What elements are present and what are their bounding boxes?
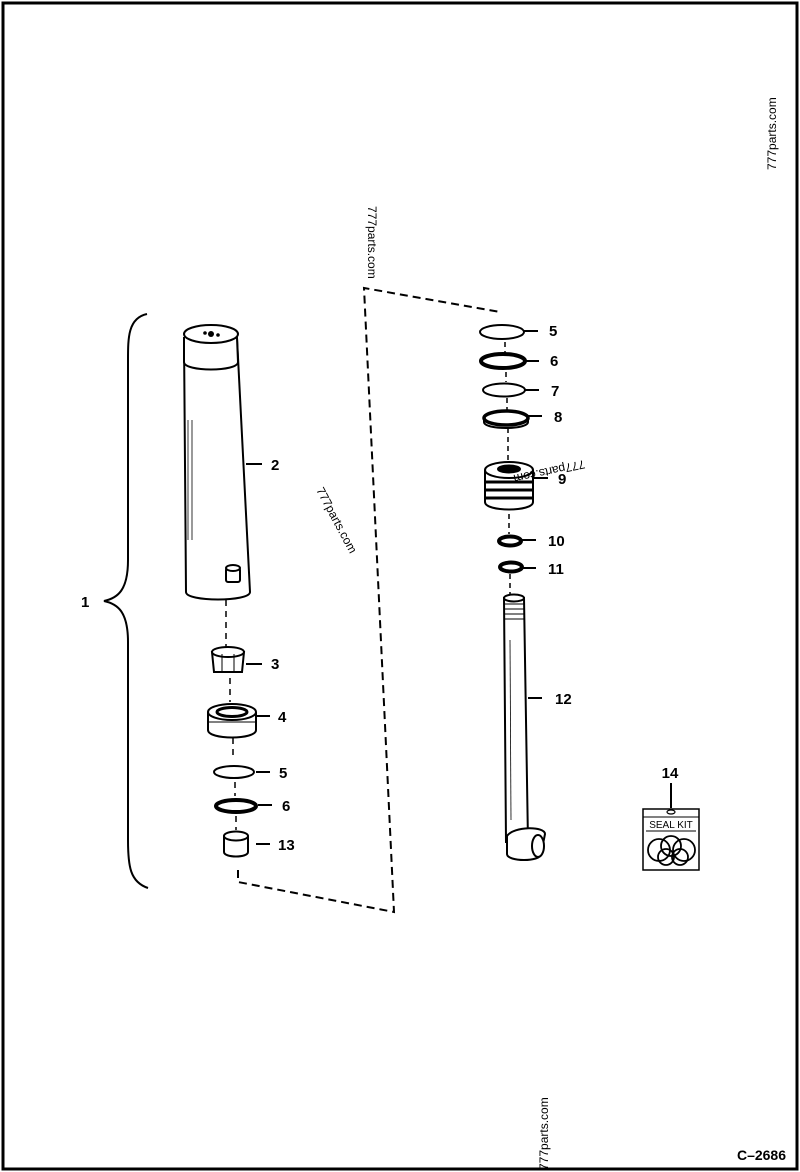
callout-piston: 9	[558, 471, 566, 488]
seal-11-part	[498, 560, 524, 574]
callout-assembly: 1	[81, 594, 89, 611]
watermark-top-center: 777parts.com	[365, 206, 379, 279]
oring-top-part	[479, 324, 525, 340]
bushing-part	[223, 830, 249, 858]
backup-ring-left-part	[214, 798, 258, 814]
callout-seal-10: 10	[548, 533, 565, 550]
callout-oring-left: 5	[279, 765, 287, 782]
seal-kit-label: SEAL KIT	[649, 820, 693, 831]
callout-backup-left: 6	[282, 798, 290, 815]
oring-7-part	[482, 382, 526, 398]
callout-head: 4	[278, 709, 287, 726]
assembly-brace	[103, 313, 149, 889]
backup-ring-top-part	[479, 352, 527, 370]
dashed-connector	[237, 286, 501, 914]
callout-backup-top: 6	[550, 353, 558, 370]
drawing-code: C–2686	[737, 1147, 786, 1163]
callout-oring-top: 5	[549, 323, 557, 340]
oring-left-part	[213, 765, 255, 779]
watermark-piston: 777parts.com	[512, 457, 586, 486]
piston-part	[484, 461, 534, 511]
head-part	[207, 703, 257, 739]
callout-seal-kit: 14	[662, 765, 679, 782]
callout-ring-8: 8	[554, 409, 562, 426]
seal-kit-part: SEAL KIT	[642, 808, 700, 871]
callout-rod: 12	[555, 691, 572, 708]
callout-bushing: 13	[278, 837, 295, 854]
barrel-part	[182, 324, 252, 601]
callout-nut: 3	[271, 656, 279, 673]
leader-lines	[246, 330, 672, 845]
watermark-middle: 777parts.com	[313, 485, 359, 556]
seal-10-part	[497, 534, 523, 548]
callout-barrel: 2	[271, 457, 279, 474]
ring-8-part	[482, 409, 530, 429]
nut-part	[210, 646, 246, 673]
watermark-bottom: 777parts.com	[537, 1097, 551, 1170]
rod-part	[502, 593, 547, 861]
callout-seal-11: 11	[548, 561, 564, 578]
watermark-top-right: 777parts.com	[765, 97, 779, 170]
callout-oring-7: 7	[551, 383, 559, 400]
